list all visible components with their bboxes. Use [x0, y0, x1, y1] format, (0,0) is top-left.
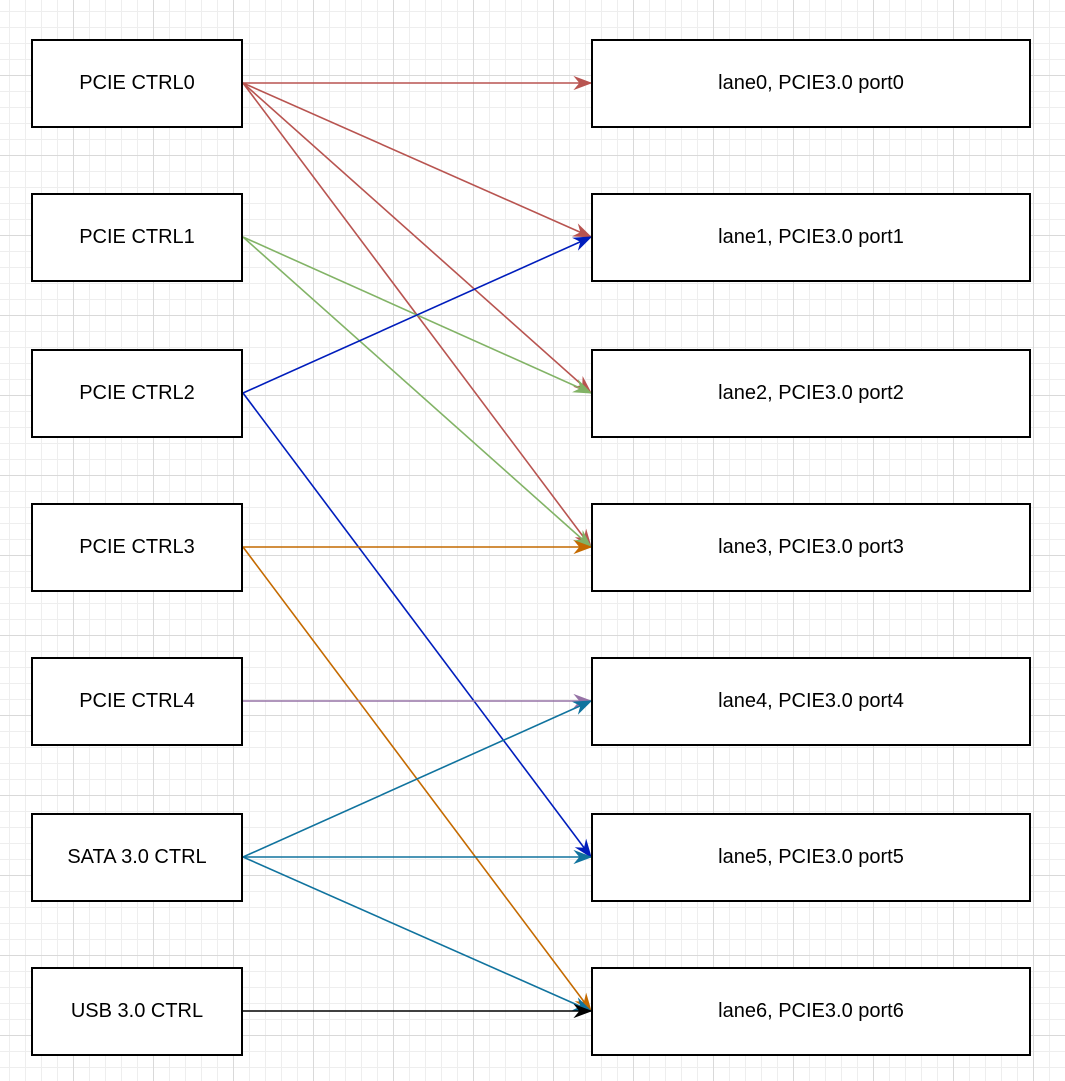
lane4-label: lane4, PCIE3.0 port4	[718, 690, 904, 712]
arrowhead-0-0	[573, 75, 593, 91]
arrowhead-1-2	[572, 379, 593, 394]
lane1-label: lane1, PCIE3.0 port1	[718, 226, 904, 248]
lane1-box[interactable]: lane1, PCIE3.0 port1	[591, 193, 1031, 282]
pcie-ctrl1-label: PCIE CTRL1	[79, 226, 195, 248]
lane4-box[interactable]: lane4, PCIE3.0 port4	[591, 657, 1031, 746]
lane5-box[interactable]: lane5, PCIE3.0 port5	[591, 813, 1031, 902]
lane3-box[interactable]: lane3, PCIE3.0 port3	[591, 503, 1031, 592]
lane6-box[interactable]: lane6, PCIE3.0 port6	[591, 967, 1031, 1056]
lane6-label: lane6, PCIE3.0 port6	[718, 1000, 904, 1022]
arrowhead-2-1	[572, 236, 593, 251]
arrowhead-2-5	[574, 838, 592, 859]
usb-ctrl-label: USB 3.0 CTRL	[70, 1000, 204, 1022]
arrowhead-0-1	[572, 223, 593, 238]
lane0-label: lane0, PCIE3.0 port0	[718, 72, 904, 94]
lane5-label: lane5, PCIE3.0 port5	[718, 846, 904, 868]
pcie-ctrl3-label: PCIE CTRL3	[79, 536, 195, 558]
connection-line-2-5	[242, 392, 592, 858]
pcie-ctrl0-label: PCIE CTRL0	[79, 72, 195, 94]
lane0-box[interactable]: lane0, PCIE3.0 port0	[591, 39, 1031, 128]
arrowhead-5-4	[572, 700, 593, 715]
connection-line-0-1	[242, 82, 592, 238]
usb-ctrl-box[interactable]: USB 3.0 CTRL	[31, 967, 243, 1056]
arrowhead-3-3	[573, 539, 593, 555]
pcie-ctrl4-box[interactable]: PCIE CTRL4	[31, 657, 243, 746]
pcie-ctrl2-box[interactable]: PCIE CTRL2	[31, 349, 243, 438]
lane2-box[interactable]: lane2, PCIE3.0 port2	[591, 349, 1031, 438]
pcie-ctrl1-box[interactable]: PCIE CTRL1	[31, 193, 243, 282]
connection-line-5-6	[242, 856, 592, 1012]
arrowhead-5-5	[573, 849, 593, 865]
pcie-ctrl4-label: PCIE CTRL4	[79, 690, 195, 712]
connection-line-5-4	[242, 700, 592, 858]
connection-line-2-1	[242, 236, 592, 394]
pcie-ctrl2-label: PCIE CTRL2	[79, 382, 195, 404]
pcie-ctrl0-box[interactable]: PCIE CTRL0	[31, 39, 243, 128]
connection-line-0-2	[242, 82, 592, 394]
arrowhead-6-6	[573, 1003, 593, 1019]
sata-ctrl-box[interactable]: SATA 3.0 CTRL	[31, 813, 243, 902]
lane2-label: lane2, PCIE3.0 port2	[718, 382, 904, 404]
lane3-label: lane3, PCIE3.0 port3	[718, 536, 904, 558]
connection-line-1-3	[242, 236, 592, 548]
pcie-ctrl3-box[interactable]: PCIE CTRL3	[31, 503, 243, 592]
sata-ctrl-label: SATA 3.0 CTRL	[67, 846, 207, 868]
